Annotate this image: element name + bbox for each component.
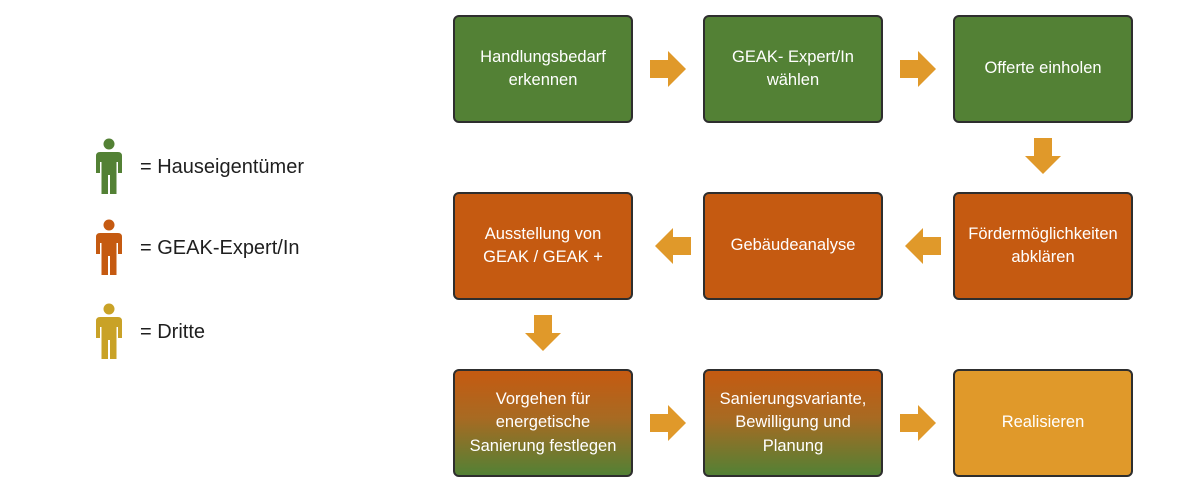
legend-item-third: = Dritte (94, 303, 205, 361)
person-icon (96, 219, 122, 275)
step-geak-expert-waehlen: GEAK- Expert/In wählen (703, 15, 883, 123)
legend-item-expert: = GEAK-Expert/In (94, 219, 300, 277)
legend-label-owner: = Hauseigentümer (140, 155, 304, 178)
arrow-right-icon (900, 51, 936, 87)
arrow-right-icon (650, 405, 686, 441)
legend-item-owner: = Hauseigentümer (94, 138, 304, 196)
step-ausstellung-geak: Ausstellung von GEAK / GEAK + (453, 192, 633, 300)
person-icon (96, 138, 122, 194)
step-handlungsbedarf-erkennen: Handlungsbedarf erkennen (453, 15, 633, 123)
step-sanierungsvariante-planung: Sanierungsvariante, Bewilligung und Plan… (703, 369, 883, 477)
arrow-down-icon (1025, 138, 1061, 174)
step-foerdermoeglichkeiten-abklaeren: Fördermöglichkeiten abklären (953, 192, 1133, 300)
arrow-down-icon (525, 315, 561, 351)
arrow-right-icon (900, 405, 936, 441)
person-icon (96, 303, 122, 359)
step-realisieren: Realisieren (953, 369, 1133, 477)
legend-label-third: = Dritte (140, 320, 206, 343)
arrow-right-icon (650, 51, 686, 87)
step-vorgehen-festlegen: Vorgehen für energetische Sanierung fest… (453, 369, 633, 477)
step-gebaeudeanalyse: Gebäudeanalyse (703, 192, 883, 300)
arrow-left-icon (655, 228, 691, 264)
step-offerte-einholen: Offerte einholen (953, 15, 1133, 123)
legend-label-expert: = GEAK-Expert/In (140, 236, 300, 259)
arrow-left-icon (905, 228, 941, 264)
